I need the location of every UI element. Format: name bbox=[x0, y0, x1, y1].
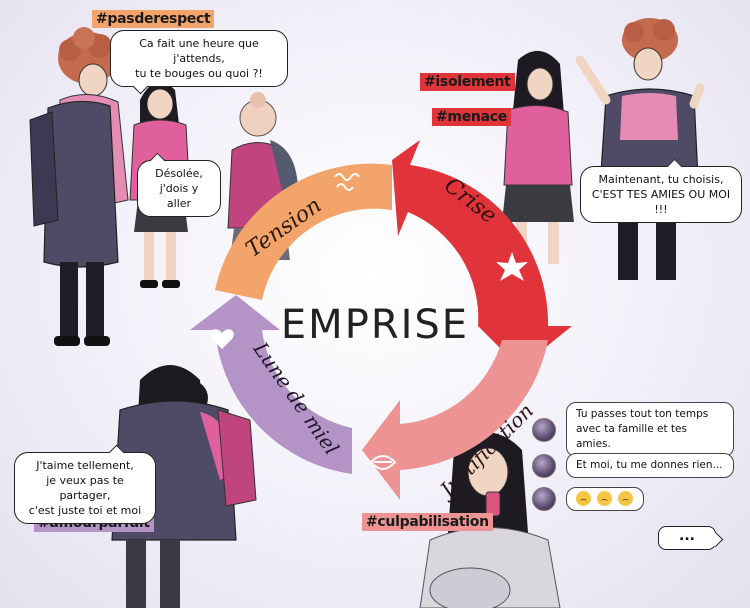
typing-indicator-bubble: ... bbox=[658, 526, 724, 550]
bubble-line: Maintenant, tu choisis, bbox=[598, 173, 724, 186]
center-title: EMPRISE bbox=[280, 302, 470, 348]
message-line: avec ta famille et tes amies. bbox=[576, 423, 687, 450]
contact-avatar bbox=[532, 417, 556, 442]
smartphone-icon bbox=[485, 491, 501, 517]
justification-arrow bbox=[362, 340, 548, 500]
speech-bubble-choose: Maintenant, tu choisis, C'EST TES AMIES … bbox=[580, 158, 742, 223]
bubble-line: Désolée, bbox=[155, 167, 203, 180]
typing-ellipsis: ... bbox=[679, 528, 695, 544]
bubble-line: j'dois y aller bbox=[159, 182, 199, 210]
bubble-line: tu te bouges ou quoi ?! bbox=[135, 67, 263, 80]
hashtag-isolement: #isolement bbox=[420, 73, 515, 91]
emprise-cycle bbox=[190, 140, 572, 500]
message-bubble: Et moi, tu me donnes rien... bbox=[566, 453, 734, 478]
lips-icon bbox=[369, 455, 397, 470]
message-bubble-emojis bbox=[566, 487, 644, 511]
hashtag-culpabilisation: #culpabilisation bbox=[362, 513, 493, 531]
contact-avatar bbox=[532, 487, 556, 511]
bubble-line: Ca fait une heure que j'attends, bbox=[139, 37, 259, 65]
hashtag-menace: #menace bbox=[432, 108, 511, 126]
bubble-line: c'est juste toi et moi bbox=[28, 504, 142, 517]
sad-emoji-icon bbox=[576, 491, 591, 507]
girl-isolated-figure bbox=[502, 50, 574, 264]
bubble-line: J'taime tellement, bbox=[36, 459, 134, 472]
crise-arrow bbox=[392, 140, 572, 368]
sad-emoji-icon bbox=[597, 491, 612, 507]
message-row-3 bbox=[532, 487, 644, 511]
message-line: Et moi, tu me donnes rien... bbox=[576, 459, 723, 471]
tension-arrow bbox=[215, 163, 392, 300]
bubble-line: C'EST TES AMIES OU MOI !!! bbox=[591, 188, 731, 216]
message-line: Tu passes tout ton temps bbox=[576, 408, 709, 420]
message-row-2: Et moi, tu me donnes rien... bbox=[532, 453, 734, 478]
boy-threatening-figure bbox=[575, 18, 705, 280]
message-bubble: Tu passes tout ton temps avec ta famille… bbox=[566, 402, 734, 457]
speech-bubble-love: J'taime tellement, je veux pas te partag… bbox=[14, 444, 156, 524]
boy-waiting-figure bbox=[29, 27, 129, 346]
sad-emoji-icon bbox=[618, 491, 633, 507]
hashtag-pasderespect: #pasderespect bbox=[92, 10, 215, 28]
contact-avatar bbox=[532, 453, 556, 478]
bubble-line: je veux pas te partager, bbox=[46, 474, 124, 502]
heart-icon bbox=[210, 329, 234, 349]
squiggle-icon bbox=[334, 173, 360, 191]
starburst-icon bbox=[496, 252, 528, 281]
speech-bubble-sorry: Désolée, j'dois y aller bbox=[137, 152, 221, 217]
speech-bubble-waiting: Ca fait une heure que j'attends, tu te b… bbox=[110, 30, 288, 95]
message-row-1: Tu passes tout ton temps avec ta famille… bbox=[532, 402, 734, 457]
